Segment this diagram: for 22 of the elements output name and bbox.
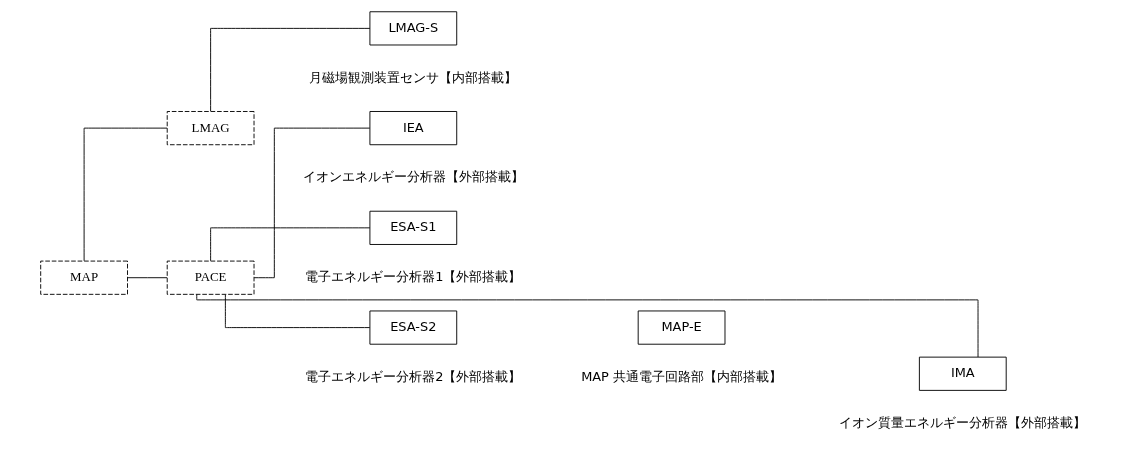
- node-label: 電子エネルギー分析器2【外部搭載】: [305, 368, 522, 384]
- node-box: MAP-E: [637, 310, 726, 345]
- connector: [224, 294, 371, 329]
- node-box: ESA-S2: [369, 310, 458, 345]
- connector: [83, 127, 168, 262]
- node-box: IMA: [918, 356, 1007, 391]
- node-box: MAP: [40, 260, 128, 295]
- connector: [210, 27, 371, 112]
- node-label: イオンエネルギー分析器【外部搭載】: [302, 169, 524, 185]
- node-box: LMAG: [166, 111, 255, 146]
- node-box: IEA: [369, 111, 458, 146]
- node-label: 電子エネルギー分析器1【外部搭載】: [305, 269, 522, 285]
- node-box: LMAG-S: [369, 11, 458, 46]
- node-label: イオン質量エネルギー分析器【外部搭載】: [839, 415, 1087, 431]
- node-box: ESA-S1: [369, 210, 458, 245]
- connector: [210, 227, 371, 262]
- connector: [253, 127, 371, 279]
- connector: [127, 277, 168, 279]
- connector: [196, 294, 979, 358]
- node-label: MAP 共通電子回路部【内部搭載】: [581, 368, 783, 384]
- node-label: 月磁場観測装置センサ【内部搭載】: [309, 69, 518, 85]
- node-box: PACE: [166, 260, 255, 295]
